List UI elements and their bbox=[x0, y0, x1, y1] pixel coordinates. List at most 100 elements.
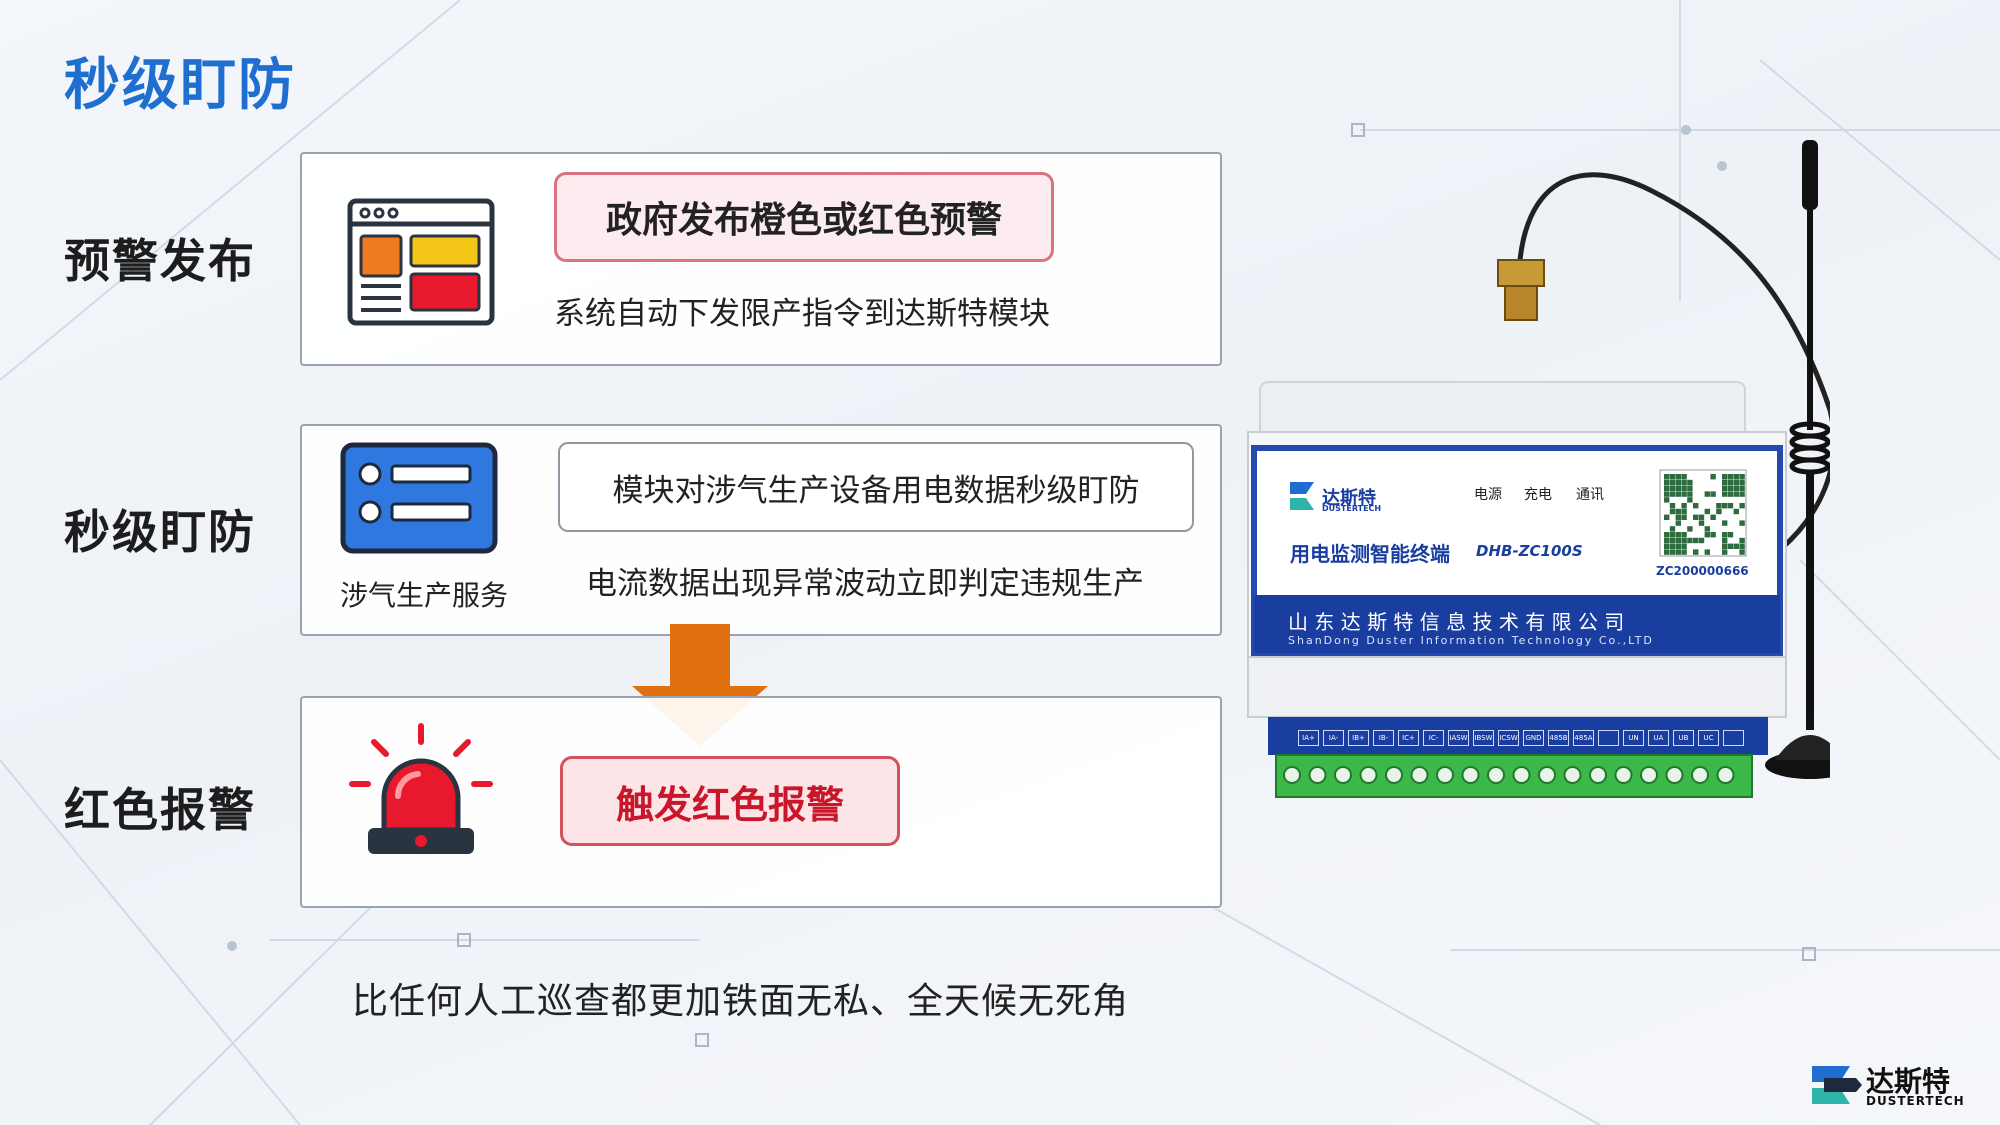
terminal-screw bbox=[1487, 766, 1505, 784]
qr-module bbox=[1739, 520, 1745, 526]
qr-module bbox=[1687, 497, 1693, 503]
qr-module bbox=[1733, 543, 1739, 549]
terminal-label bbox=[1723, 730, 1744, 746]
terminal-screw bbox=[1716, 766, 1735, 784]
qr-module bbox=[1739, 503, 1745, 509]
qr-module bbox=[1727, 474, 1734, 480]
qr-module bbox=[1664, 532, 1670, 538]
terminal-screw bbox=[1410, 766, 1429, 784]
indicator-charge: 充电 bbox=[1524, 487, 1552, 503]
qr-module bbox=[1664, 474, 1670, 480]
qr-module bbox=[1716, 503, 1722, 509]
terminal-label: IA- bbox=[1323, 730, 1344, 746]
qr-module bbox=[1739, 537, 1745, 544]
qr-module bbox=[1664, 485, 1670, 491]
qr-module bbox=[1664, 491, 1670, 497]
terminal-label: IC- bbox=[1423, 730, 1444, 746]
qr-module bbox=[1669, 479, 1676, 486]
qr-module bbox=[1664, 549, 1670, 555]
card-warning-release: 政府发布橙色或红色预警 系统自动下发限产指令到达斯特模块 bbox=[300, 152, 1222, 366]
terminal-label: IC+ bbox=[1398, 730, 1419, 746]
company-logo-icon bbox=[1812, 1066, 1862, 1104]
monitoring-description: 电流数据出现异常波动立即判定违规生产 bbox=[586, 566, 1144, 602]
qr-module bbox=[1727, 532, 1734, 538]
qr-module bbox=[1693, 549, 1699, 555]
terminal-screw bbox=[1308, 766, 1327, 784]
warning-description: 系统自动下发限产指令到达斯特模块 bbox=[554, 296, 1050, 332]
qr-module bbox=[1675, 491, 1681, 497]
qr-module bbox=[1675, 549, 1681, 555]
qr-module bbox=[1681, 543, 1687, 549]
indicator-power: 电源 bbox=[1474, 487, 1502, 503]
terminal-label: IB- bbox=[1373, 730, 1394, 746]
qr-module bbox=[1704, 508, 1710, 515]
device-serial: ZC200000666 bbox=[1656, 564, 1749, 578]
terminal-label: ICSW bbox=[1498, 730, 1519, 746]
qr-module bbox=[1739, 543, 1745, 549]
qr-module bbox=[1687, 537, 1693, 544]
qr-module bbox=[1733, 479, 1739, 486]
terminal-screw bbox=[1691, 766, 1709, 784]
device-model: DHB-ZC100S bbox=[1476, 542, 1583, 560]
qr-module bbox=[1733, 474, 1739, 480]
qr-module bbox=[1722, 549, 1728, 555]
row-label-red-alarm: 红色报警 bbox=[64, 783, 256, 837]
terminal-label: 485B bbox=[1548, 730, 1569, 746]
list-card-icon bbox=[340, 442, 498, 554]
qr-module bbox=[1675, 543, 1681, 549]
browser-window-icon bbox=[347, 198, 495, 326]
qr-module bbox=[1675, 479, 1681, 486]
logo-name: 达斯特 bbox=[1866, 1065, 1951, 1098]
qr-module bbox=[1704, 532, 1710, 538]
qr-module bbox=[1710, 491, 1716, 497]
qr-module bbox=[1675, 474, 1681, 480]
qr-module bbox=[1739, 474, 1745, 480]
device-brand-en: DUSTERTECH bbox=[1322, 504, 1382, 513]
qr-module bbox=[1675, 514, 1681, 520]
qr-module bbox=[1664, 479, 1670, 486]
qr-module bbox=[1669, 537, 1676, 544]
qr-module bbox=[1675, 485, 1681, 491]
terminal-label: UB bbox=[1673, 730, 1694, 746]
terminal-label: UA bbox=[1648, 730, 1669, 746]
siren-icon bbox=[349, 723, 493, 854]
terminal-screw bbox=[1334, 766, 1352, 784]
device-brand: 达斯特 bbox=[1322, 488, 1376, 509]
qr-module bbox=[1675, 537, 1681, 544]
qr-module bbox=[1687, 479, 1693, 486]
qr-module bbox=[1669, 543, 1676, 549]
terminal-label bbox=[1598, 730, 1619, 746]
qr-module bbox=[1681, 537, 1687, 544]
qr-module bbox=[1669, 532, 1676, 538]
terminal-label: IA+ bbox=[1298, 730, 1319, 746]
terminal-screw bbox=[1640, 766, 1658, 784]
qr-module bbox=[1664, 537, 1670, 544]
warning-headline: 政府发布橙色或红色预警 bbox=[554, 172, 1054, 262]
terminal-label: GND bbox=[1523, 730, 1544, 746]
qr-module bbox=[1722, 485, 1728, 491]
qr-module bbox=[1675, 508, 1681, 515]
qr-module bbox=[1698, 520, 1705, 526]
footer-statement: 比任何人工巡查都更加铁面无私、全天候无死角 bbox=[352, 981, 1130, 1022]
device-image bbox=[1247, 140, 1830, 798]
terminal-screw bbox=[1538, 766, 1556, 784]
qr-module bbox=[1669, 508, 1676, 515]
qr-module bbox=[1739, 485, 1745, 491]
qr-module bbox=[1681, 532, 1687, 538]
logo-sub: DUSTERTECH bbox=[1866, 1094, 1965, 1108]
qr-module bbox=[1704, 491, 1710, 497]
terminal-label: UN bbox=[1623, 730, 1644, 746]
terminal-screw bbox=[1563, 766, 1582, 784]
row-label-second-monitoring: 秒级盯防 bbox=[64, 505, 256, 559]
card-second-monitoring: 涉气生产服务 模块对涉气生产设备用电数据秒级盯防 电流数据出现异常波动立即判定违… bbox=[300, 424, 1222, 636]
qr-module bbox=[1669, 485, 1676, 491]
terminal-screw bbox=[1283, 766, 1301, 784]
qr-module bbox=[1710, 514, 1716, 520]
qr-module bbox=[1687, 485, 1693, 491]
terminal-label: UC bbox=[1698, 730, 1719, 746]
qr-module bbox=[1687, 491, 1693, 497]
device-product-name: 用电监测智能终端 bbox=[1290, 542, 1450, 566]
qr-module bbox=[1693, 537, 1699, 544]
qr-module bbox=[1727, 479, 1734, 486]
